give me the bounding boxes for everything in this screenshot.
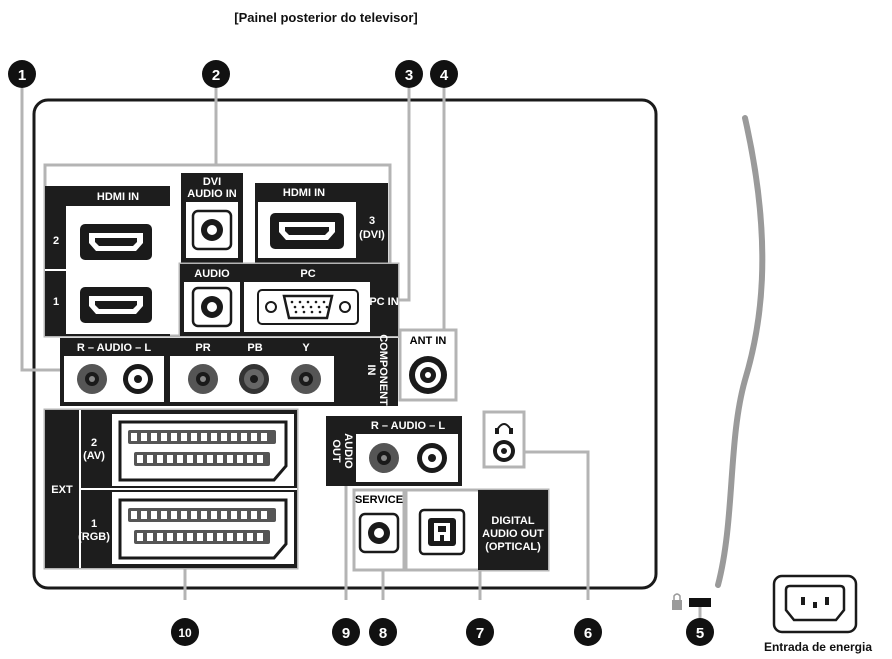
audio-l-jack: [123, 364, 153, 394]
vga-port: [257, 289, 359, 325]
scart-1-port: [118, 498, 288, 560]
hdmi-in-left-label: HDMI IN: [97, 191, 139, 203]
audio-r-jack: [77, 364, 107, 394]
audio-out-rl-label: R – AUDIO – L: [371, 420, 445, 432]
component-label-2: IN: [365, 365, 377, 376]
panel-cut-line: [715, 115, 766, 588]
audio-out-l-jack: [417, 443, 447, 473]
hdmi-3-port: [270, 213, 344, 249]
diagram-title: [Painel posterior do televisor]: [234, 10, 418, 25]
callout-1: 1: [8, 60, 36, 88]
hdmi-2-port: [80, 224, 152, 260]
hdmi-1-port: [80, 287, 152, 323]
hdmi-1-label: 1: [53, 296, 59, 308]
hdmi-2-label: 2: [53, 235, 59, 247]
component-audio-label: R – AUDIO – L: [77, 342, 151, 354]
power-socket-icon: [772, 574, 858, 634]
svg-text:9: 9: [342, 625, 350, 642]
headphone-jack: [493, 440, 515, 462]
kensington-lock-icon: [672, 593, 711, 610]
ext2-label-2: (AV): [83, 450, 105, 462]
svg-text:5: 5: [696, 625, 704, 642]
callout-6: 6: [574, 618, 602, 646]
callout-9: 9: [332, 618, 360, 646]
pc-audio-label: AUDIO: [194, 268, 230, 280]
ant-in-label: ANT IN: [410, 335, 447, 347]
optical-label-1: DIGITAL: [491, 515, 534, 527]
dvi-audio-label-2: AUDIO IN: [187, 188, 237, 200]
power-label: Entrada de energia: [764, 640, 872, 654]
svg-text:10: 10: [178, 626, 192, 640]
callout-4: 4: [430, 60, 458, 88]
ext1-label-1: 1: [91, 518, 97, 530]
optical-port: [418, 508, 466, 556]
optical-label-3: (OPTICAL): [485, 541, 541, 553]
y-jack: [291, 364, 321, 394]
antenna-jack: [409, 356, 447, 394]
pr-label: PR: [195, 342, 210, 354]
pc-audio-jack: [191, 286, 233, 328]
ext2-label-1: 2: [91, 437, 97, 449]
svg-text:2: 2: [212, 67, 220, 84]
pc-label: PC: [300, 268, 315, 280]
callout-2: 2: [202, 60, 230, 88]
svg-text:8: 8: [379, 625, 387, 642]
pb-label: PB: [247, 342, 262, 354]
svg-text:1: 1: [18, 67, 26, 84]
dvi-audio-label-1: DVI: [203, 176, 221, 188]
callout-5: 5: [686, 618, 714, 646]
svg-text:3: 3: [405, 67, 413, 84]
component-label-1: COMPONENT: [377, 334, 389, 406]
svg-text:4: 4: [440, 67, 449, 84]
audio-out-label-2: OUT: [330, 439, 342, 463]
leader-lines: [20, 88, 702, 620]
service-jack: [358, 512, 400, 554]
hdmi-3-label-1: 3: [369, 215, 375, 227]
audio-out-r-jack: [369, 443, 399, 473]
hdmi-in-right-label: HDMI IN: [283, 187, 325, 199]
callout-3: 3: [395, 60, 423, 88]
callout-10: 10: [171, 618, 199, 646]
audio-out-label-1: AUDIO: [342, 433, 354, 469]
pb-jack: [239, 364, 269, 394]
service-label: SERVICE: [355, 494, 403, 506]
ext1-label-2: (RGB): [78, 531, 110, 543]
y-label: Y: [302, 342, 310, 354]
hdmi-3-label-2: (DVI): [359, 229, 385, 241]
optical-block: [478, 490, 548, 570]
svg-text:7: 7: [476, 625, 484, 642]
callout-8: 8: [369, 618, 397, 646]
optical-label-2: AUDIO OUT: [482, 528, 544, 540]
ext-label: EXT: [51, 484, 73, 496]
headphone-icon: [495, 423, 513, 434]
svg-text:6: 6: [584, 625, 592, 642]
callout-7: 7: [466, 618, 494, 646]
dvi-audio-jack: [191, 209, 233, 251]
scart-2-port: [118, 420, 288, 482]
pr-jack: [188, 364, 218, 394]
pc-in-label: PC IN: [369, 296, 398, 308]
